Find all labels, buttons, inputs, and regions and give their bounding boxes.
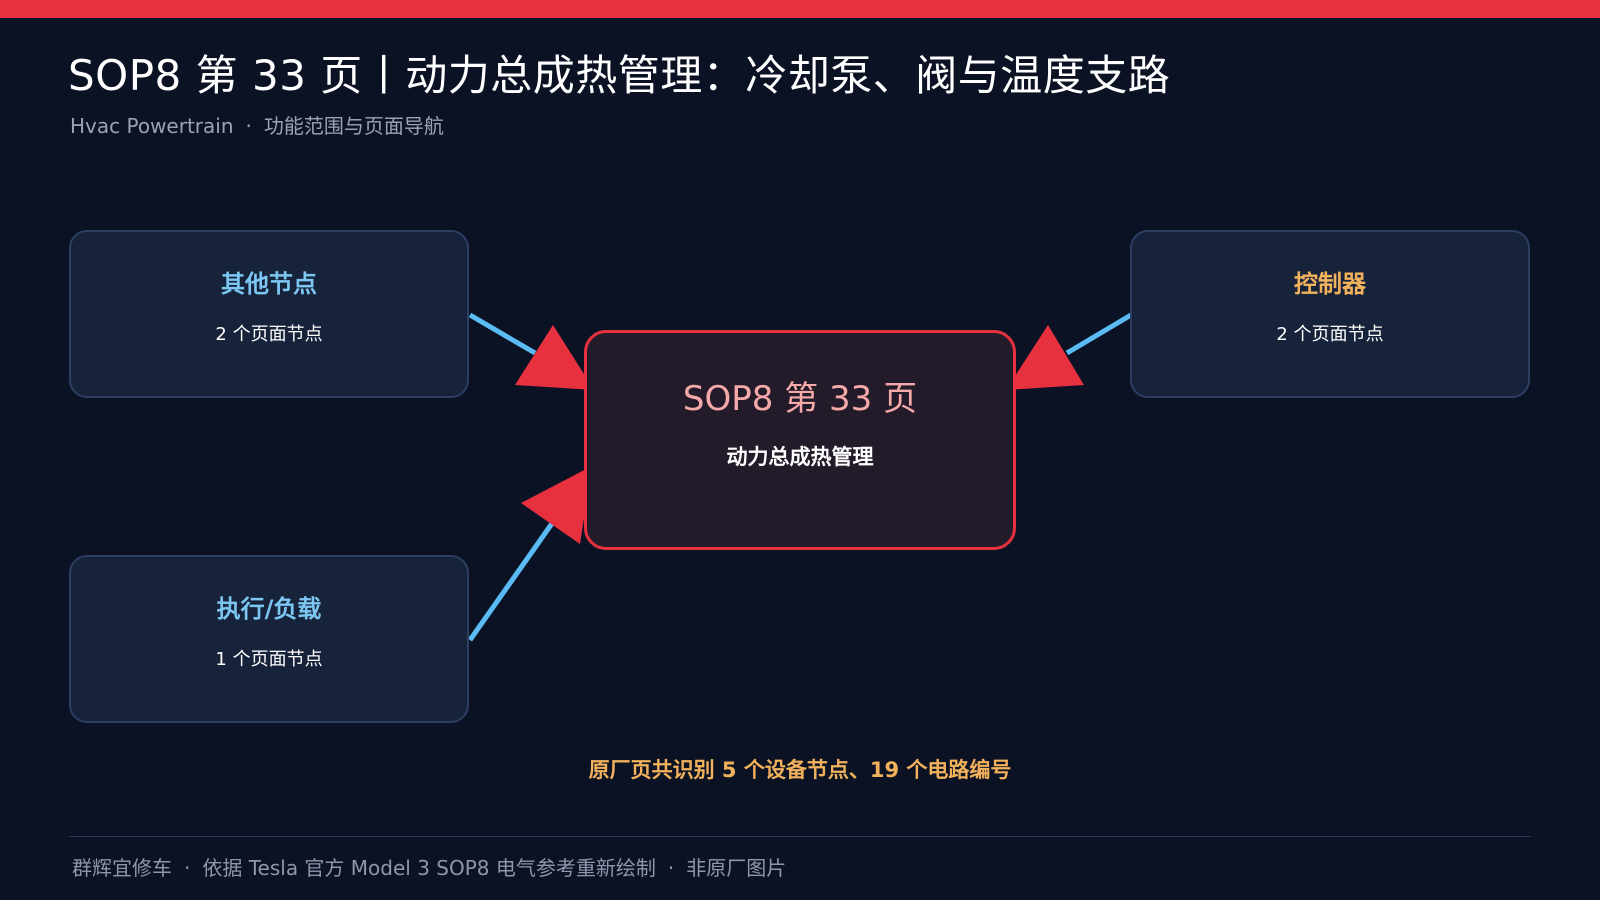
edge-arrowhead	[1006, 325, 1084, 390]
node-subtitle: 2 个页面节点	[1276, 324, 1384, 345]
center-node-subtitle: 动力总成热管理	[726, 445, 874, 469]
top-accent-bar	[0, 0, 1600, 18]
edge-line	[467, 520, 556, 642]
footer-source: 依据 Tesla 官方 Model 3 SOP8 电气参考重新绘制	[202, 856, 656, 880]
footer-separator: ·	[184, 856, 191, 880]
edge-arrowhead	[515, 325, 594, 390]
footer-author: 群辉宜修车	[72, 856, 172, 880]
subtitle-section: 功能范围与页面导航	[263, 114, 444, 138]
node-title: 其他节点	[221, 270, 317, 298]
node-subtitle: 2 个页面节点	[215, 324, 323, 345]
page-subtitle: Hvac Powertrain · 功能范围与页面导航	[70, 110, 444, 139]
edge-controller-to-center	[1006, 312, 1133, 390]
edge-actuator-to-center	[467, 466, 592, 642]
stats-summary: 原厂页共识别 5 个设备节点、19 个电路编号	[588, 758, 1012, 782]
center-node-title: SOP8 第 33 页	[682, 379, 918, 419]
page-title: SOP8 第 33 页丨动力总成热管理：冷却泵、阀与温度支路	[68, 51, 1171, 100]
subtitle-system: Hvac Powertrain	[70, 114, 234, 138]
footer-divider	[69, 836, 1531, 837]
node-title: 执行/负载	[216, 595, 322, 623]
center-node[interactable]: SOP8 第 33 页 动力总成热管理	[584, 330, 1016, 550]
node-controller[interactable]: 控制器 2 个页面节点	[1130, 230, 1530, 398]
footer-separator: ·	[667, 856, 675, 880]
edge-line	[1065, 312, 1133, 356]
footer: 群辉宜修车 · 依据 Tesla 官方 Model 3 SOP8 电气参考重新绘制 ·…	[72, 852, 786, 881]
node-subtitle: 1 个页面节点	[215, 649, 323, 670]
node-actuator[interactable]: 执行/负载 1 个页面节点	[69, 555, 469, 723]
node-title: 控制器	[1294, 270, 1366, 298]
edge-other-to-center	[468, 312, 594, 390]
edge-arrowhead	[521, 466, 592, 544]
edge-line	[468, 312, 537, 356]
subtitle-separator: ·	[245, 114, 252, 138]
footer-disclaimer: 非原厂图片	[686, 856, 787, 880]
node-other[interactable]: 其他节点 2 个页面节点	[69, 230, 469, 398]
